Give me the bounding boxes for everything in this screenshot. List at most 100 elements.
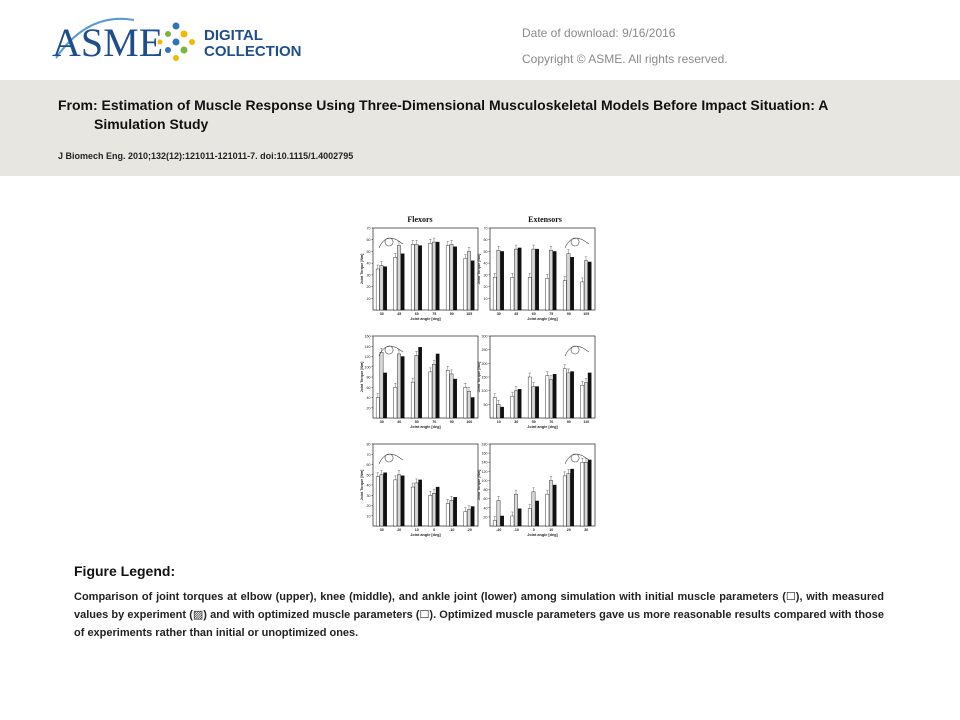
x-axis-label: Joint angle [deg]	[410, 317, 441, 321]
bar	[545, 375, 550, 419]
x-tick-label: 0	[433, 528, 435, 532]
panel-frame	[489, 443, 596, 527]
y-tick-label: 50	[367, 473, 371, 477]
x-tick-label: 20	[397, 528, 401, 532]
y-tick-label: 80	[367, 376, 371, 380]
y-tick-label: 10	[484, 297, 488, 301]
bar	[470, 506, 475, 527]
x-axis-label: Joint angle [deg]	[410, 425, 441, 429]
y-tick-label: 50	[367, 250, 371, 254]
y-axis-label: Joint Torque [Nm]	[477, 470, 481, 501]
y-axis-label: Joint Torque [Nm]	[477, 362, 481, 393]
download-label: Date of download:	[522, 26, 619, 40]
bar	[531, 248, 536, 311]
x-tick-label: -10	[449, 528, 454, 532]
y-tick-label: 160	[365, 335, 371, 339]
y-tick-label: 100	[365, 365, 371, 369]
x-tick-label: 75	[432, 312, 436, 316]
y-tick-label: 70	[367, 453, 371, 457]
bar	[379, 474, 384, 527]
bar	[449, 373, 454, 419]
y-tick-label: 300	[482, 335, 488, 339]
y-axis-label: Joint Torque [Nm]	[360, 362, 364, 393]
download-date: 9/16/2016	[622, 26, 676, 40]
y-tick-label: 120	[365, 355, 371, 359]
bar	[432, 241, 436, 311]
bar	[428, 243, 433, 311]
y-tick-label: 40	[484, 262, 488, 266]
bar	[453, 246, 458, 311]
x-tick-label: 10	[497, 420, 501, 424]
y-tick-label: 50	[484, 250, 488, 254]
column-title: Flexors	[407, 215, 432, 224]
bar	[397, 474, 401, 527]
bar	[375, 397, 380, 419]
bar	[552, 374, 557, 419]
bar	[514, 248, 518, 311]
y-axis-label: Joint Torque [Nm]	[477, 254, 481, 285]
x-tick-label: 50	[532, 420, 536, 424]
x-tick-label: 105	[583, 312, 589, 316]
journal-citation: J Biomech Eng. 2010;132(12):121011-12101…	[58, 151, 354, 161]
bar	[549, 480, 553, 527]
bar	[410, 244, 415, 311]
citation-band: From: Estimation of Muscle Response Usin…	[0, 80, 960, 176]
y-axis-label: Joint Torque [Nm]	[360, 470, 364, 501]
y-tick-label: 20	[367, 504, 371, 508]
bar	[375, 268, 380, 311]
bar	[379, 352, 384, 419]
bar	[535, 500, 540, 527]
bar	[552, 484, 557, 527]
bar	[449, 244, 454, 311]
y-tick-label: 40	[484, 506, 488, 510]
x-tick-label: 10	[549, 528, 553, 532]
bar	[375, 476, 380, 527]
x-tick-label: 30	[380, 420, 384, 424]
x-tick-label: 0	[533, 528, 535, 532]
bar	[379, 265, 384, 311]
logo-swoosh-icon	[55, 17, 135, 59]
y-tick-label: 30	[367, 273, 371, 277]
bar	[570, 257, 575, 311]
bar	[580, 462, 585, 527]
y-tick-label: 120	[482, 470, 488, 474]
bar	[383, 266, 388, 311]
bar	[383, 472, 388, 527]
y-tick-label: 20	[484, 285, 488, 289]
bar	[467, 509, 471, 527]
bar	[500, 251, 505, 311]
y-tick-label: 20	[484, 515, 488, 519]
x-tick-label: 90	[450, 312, 454, 316]
bar	[470, 260, 475, 311]
bar	[449, 500, 454, 527]
bar	[545, 493, 550, 527]
bar	[500, 406, 505, 419]
y-tick-label: 30	[367, 494, 371, 498]
x-tick-label: 90	[567, 420, 571, 424]
bar	[418, 347, 423, 419]
bar	[410, 381, 415, 419]
bar	[492, 276, 497, 311]
x-tick-label: 30	[514, 420, 518, 424]
x-tick-label: -20	[467, 528, 472, 532]
panel-frame	[489, 335, 596, 419]
bar	[470, 397, 475, 419]
bar	[514, 493, 518, 527]
x-axis-label: Joint angle [deg]	[527, 533, 558, 537]
bar	[467, 391, 471, 419]
x-tick-label: 110	[583, 420, 589, 424]
y-tick-label: 140	[365, 345, 371, 349]
logo-dots-icon	[157, 22, 195, 61]
y-tick-label: 60	[367, 463, 371, 467]
panel-frame	[372, 335, 479, 419]
bar	[531, 386, 536, 419]
bar	[566, 473, 571, 527]
x-tick-label: 90	[567, 312, 571, 316]
bar	[535, 386, 540, 419]
bar	[435, 241, 440, 311]
x-tick-label: 60	[415, 312, 419, 316]
y-tick-label: 160	[482, 452, 488, 456]
bar	[496, 404, 501, 419]
x-tick-label: 100	[466, 420, 472, 424]
